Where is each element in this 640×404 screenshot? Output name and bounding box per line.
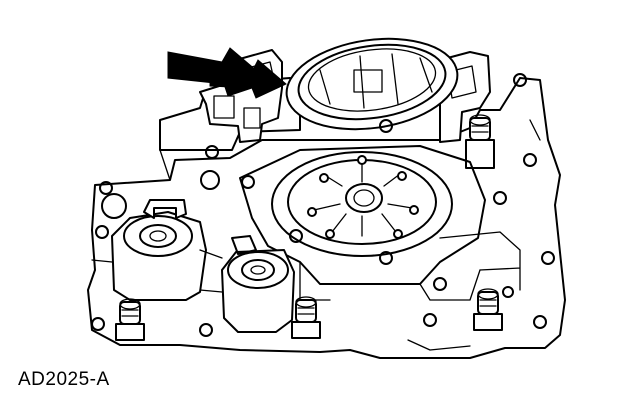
small-bracket xyxy=(143,199,187,219)
center-splined-hub xyxy=(345,183,383,213)
seal-ring xyxy=(285,37,459,131)
bolt xyxy=(291,296,321,339)
mounting-holes xyxy=(91,73,555,337)
left-connector-pin xyxy=(243,107,261,129)
middle-accumulator xyxy=(221,235,295,333)
bolt xyxy=(473,288,503,331)
casting-ribs xyxy=(91,119,541,351)
center-housing xyxy=(239,145,486,301)
left-connector-tab xyxy=(213,95,235,119)
figure-caption: AD2025-A xyxy=(18,369,110,390)
bolt xyxy=(465,114,495,169)
bolt-set xyxy=(115,114,503,341)
bolt xyxy=(115,298,145,341)
callout-arrow-icon xyxy=(167,47,287,99)
plate-outline xyxy=(87,77,566,359)
left-accumulator xyxy=(111,211,207,301)
